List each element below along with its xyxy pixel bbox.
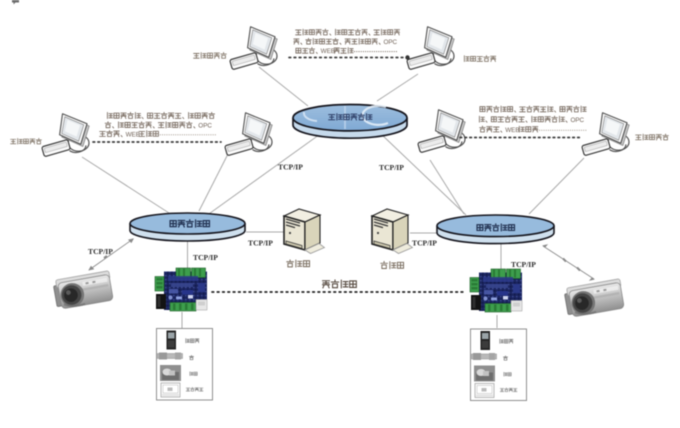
svg-text:TCP/IP: TCP/IP <box>88 247 113 256</box>
svg-text:OPC: OPC <box>198 123 212 130</box>
svg-text:WEB: WEB <box>126 131 140 138</box>
svg-text:TCP/IP: TCP/IP <box>248 239 273 248</box>
svg-text:OPC: OPC <box>570 117 584 124</box>
svg-text:TCP/IP: TCP/IP <box>278 163 303 172</box>
svg-text:TCP/IP: TCP/IP <box>193 253 218 262</box>
svg-text:TCP/IP: TCP/IP <box>511 260 536 269</box>
svg-text:WEB: WEB <box>505 127 519 134</box>
svg-text:WEB: WEB <box>321 48 335 55</box>
svg-text:TCP/IP: TCP/IP <box>412 239 437 248</box>
svg-text:TCP/IP: TCP/IP <box>379 163 404 172</box>
svg-text:OPC: OPC <box>383 39 397 46</box>
